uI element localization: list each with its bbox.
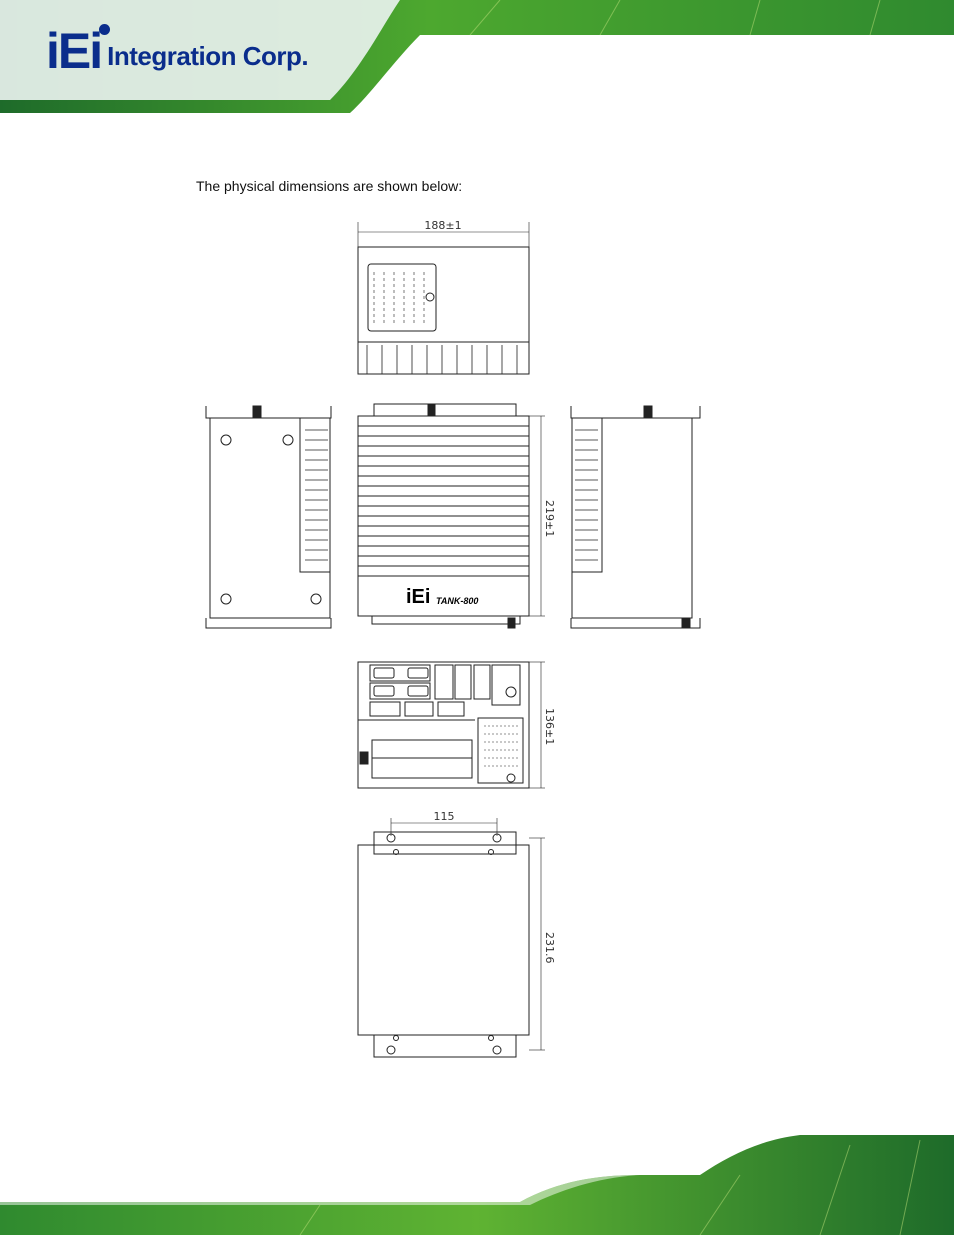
rear-view: 136±1 xyxy=(357,661,556,789)
bottom-view: 115 231.6 xyxy=(357,810,556,1058)
footer-background xyxy=(0,1135,954,1236)
dim-front-height: 219±1 xyxy=(543,500,556,537)
top-view: 188±1 xyxy=(357,219,530,375)
logo-mark: iEi xyxy=(46,23,103,79)
dim-top-width: 188±1 xyxy=(424,219,461,232)
intro-text: The physical dimensions are shown below: xyxy=(196,178,463,194)
model-logo: iEi xyxy=(406,586,430,608)
right-side-view xyxy=(570,405,701,629)
footer-banner xyxy=(0,1135,954,1236)
dim-bottom-length: 231.6 xyxy=(543,932,556,964)
header-banner: iEi Integration Corp. xyxy=(0,0,954,115)
logo-name: Integration Corp. xyxy=(107,40,309,71)
dim-side-height: 136±1 xyxy=(543,708,556,745)
dim-mount-spacing: 115 xyxy=(434,810,455,823)
model-name: TANK-800 xyxy=(436,596,478,606)
company-logo: iEi Integration Corp. xyxy=(46,23,309,79)
left-side-view xyxy=(205,405,332,629)
logo-dot-icon xyxy=(99,24,110,35)
front-view: iEi TANK-800 219±1 xyxy=(357,403,556,629)
dimension-drawing: 188±1 xyxy=(205,219,701,1058)
